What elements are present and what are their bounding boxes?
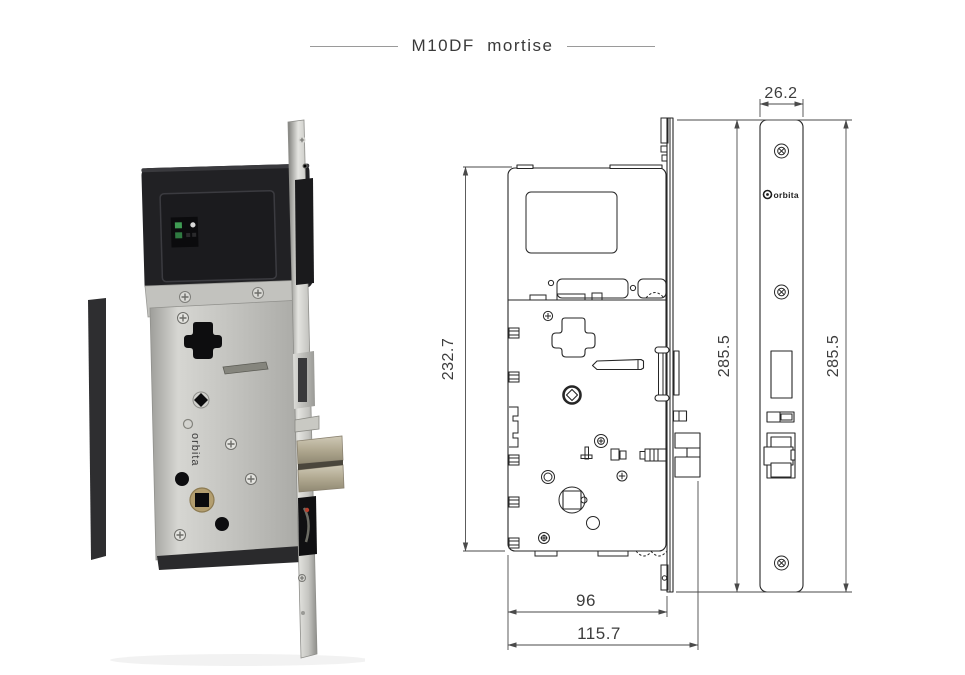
step-screw-right <box>252 287 264 299</box>
title-rule-right <box>567 45 656 47</box>
slot-drawing <box>591 358 645 371</box>
step-screw-left <box>179 291 191 303</box>
deadlatch-side <box>672 410 688 422</box>
housing-connector <box>170 216 199 248</box>
dim-case-height: 232.7 <box>440 338 457 381</box>
faceplate-front-view: orbita <box>759 119 804 593</box>
deadbolt-cutout-front <box>770 350 793 399</box>
spindle-drawing <box>562 385 582 405</box>
latch-side <box>674 432 701 478</box>
body-engraving: orbita <box>182 418 201 467</box>
deadbolt-slot-dark <box>298 358 307 402</box>
body-slot <box>222 361 269 375</box>
case-screw-2 <box>594 434 608 448</box>
cylinder-cutout-drawing <box>551 317 596 358</box>
deadlatch-front <box>766 411 795 423</box>
body-screws <box>174 312 257 541</box>
deadbolt-side <box>654 346 680 402</box>
plate-logo: orbita <box>762 189 799 200</box>
title-rule-left <box>309 45 398 47</box>
diamond-hole <box>192 391 210 409</box>
title-row: M10DF mortise <box>0 36 965 56</box>
plate-screw-mid <box>774 284 789 300</box>
deadlatch-pin-photo <box>294 415 320 433</box>
body-hole-1 <box>175 472 189 486</box>
dim-total-depth: 115.7 <box>577 624 621 643</box>
latch-bolt-photo <box>296 435 345 493</box>
side-view <box>507 117 701 593</box>
plate-screw-top <box>774 143 789 159</box>
hub-drawing <box>558 486 588 514</box>
dim-faceplate-height-front: 285.5 <box>825 335 842 378</box>
product-photo: orbita <box>88 119 365 666</box>
dimension-drawing: orbita <box>440 85 852 650</box>
plate-logo-text: orbita <box>774 190 799 200</box>
spindle-hub <box>189 487 215 513</box>
dim-case-depth: 96 <box>576 591 596 610</box>
housing-panel <box>159 189 278 283</box>
red-detail <box>304 507 310 513</box>
case-screw-1 <box>542 310 554 322</box>
dim-faceplate-height-side: 285.5 <box>716 335 733 378</box>
case-back-edge <box>88 298 106 560</box>
body-hole-2 <box>215 517 229 531</box>
photo-shadow <box>110 654 365 666</box>
plate-pin-2 <box>301 611 305 615</box>
engraving-text: orbita <box>189 433 201 467</box>
case-screw-4 <box>538 532 550 544</box>
cylinder-cutout <box>184 322 222 359</box>
latch-spring <box>639 448 668 462</box>
dimensions: 232.7 96 115.7 285.5 285.5 26.2 <box>440 85 852 650</box>
deadbolt-window <box>295 178 314 285</box>
left-ribs <box>508 327 520 549</box>
plate-screw-bottom <box>774 555 789 571</box>
case-screw-3 <box>616 470 628 482</box>
dim-faceplate-width: 26.2 <box>764 85 797 102</box>
latch-front <box>763 432 796 479</box>
faceplate-side <box>660 117 674 593</box>
lock-housing <box>141 163 313 293</box>
lock-body: orbita <box>149 299 306 570</box>
page-title: M10DF mortise <box>411 36 554 55</box>
plate-pin <box>302 163 308 169</box>
